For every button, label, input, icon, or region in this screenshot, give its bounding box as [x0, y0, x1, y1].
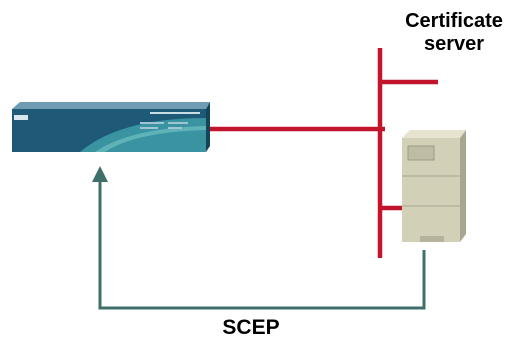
certificate-server-label: Certificate server: [376, 10, 532, 56]
scep-label: SCEP: [222, 316, 280, 339]
router-icon: [12, 102, 210, 152]
arrow-up-icon: [92, 166, 108, 182]
server-label-line2: server: [423, 33, 485, 55]
server-label-line1: Certificate: [405, 10, 503, 32]
server-tower-icon: [402, 130, 466, 242]
network-lines: [208, 48, 438, 258]
scep-path: [98, 180, 426, 310]
